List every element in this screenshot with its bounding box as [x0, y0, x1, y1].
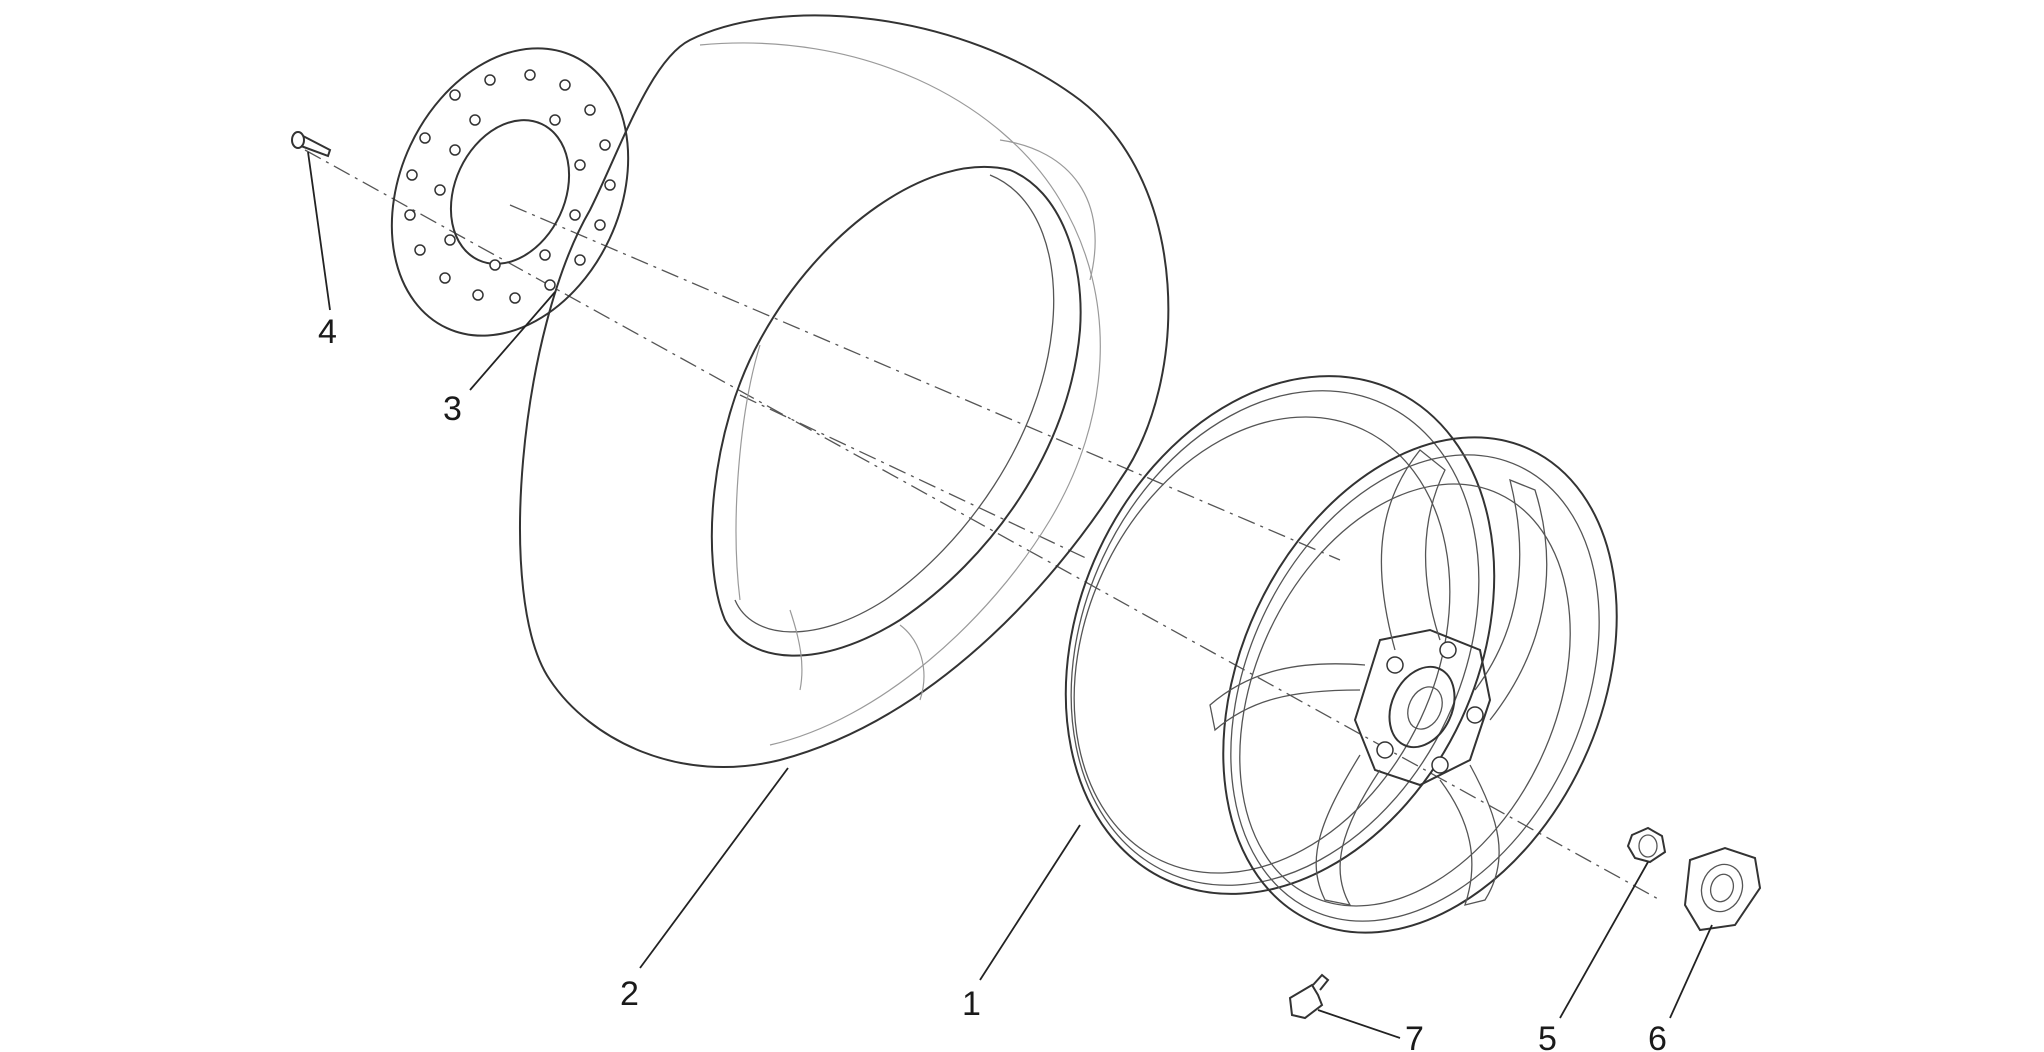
callout-labels: 1 2 3 4 5 6 7 [318, 313, 1667, 1052]
axle-nut [1626, 826, 1667, 864]
callout-2: 2 [620, 975, 639, 1013]
leader-2 [639, 767, 789, 969]
callout-1: 1 [962, 985, 981, 1023]
callout-4: 4 [318, 313, 337, 351]
tire [519, 14, 1170, 768]
leader-3 [469, 291, 556, 391]
callout-7: 7 [1405, 1020, 1424, 1052]
disc-holes [404, 69, 616, 304]
leader-lines [307, 151, 1713, 1039]
wheel-hub [1353, 628, 1492, 787]
leader-5 [1559, 861, 1649, 1019]
hex-nut [1683, 846, 1762, 932]
leader-6 [1669, 924, 1713, 1019]
assembly-axis [304, 149, 1661, 901]
leader-7 [1317, 1009, 1401, 1039]
callout-6: 6 [1648, 1020, 1667, 1052]
leader-4 [307, 151, 331, 311]
tire-valve [1288, 973, 1330, 1020]
wheel-rim [1064, 375, 1618, 934]
callout-5: 5 [1538, 1020, 1557, 1052]
brake-disc [390, 47, 630, 337]
leader-1 [979, 824, 1081, 981]
callout-3: 3 [443, 390, 462, 428]
disc-bolt [291, 131, 332, 158]
wheel-spokes [1209, 449, 1548, 906]
